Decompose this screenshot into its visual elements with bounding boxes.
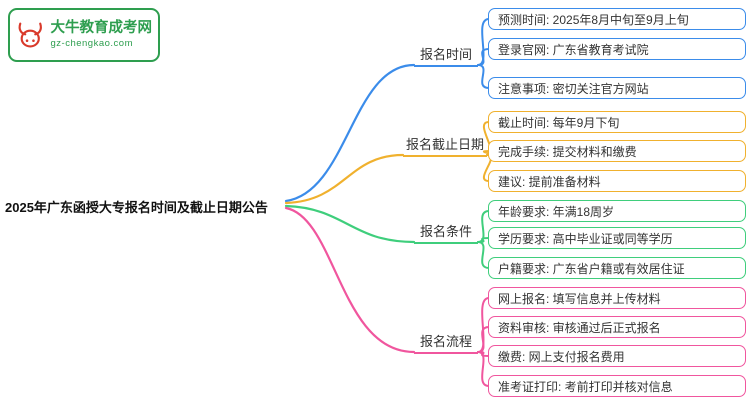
site-logo: 大牛教育成考网 gz-chengkao.com (8, 8, 160, 62)
leaf-node: 注意事项: 密切关注官方网站 (488, 77, 746, 99)
leaf-node: 网上报名: 填写信息并上传材料 (488, 287, 746, 309)
leaf-node: 资料审核: 审核通过后正式报名 (488, 316, 746, 338)
site-name: 大牛教育成考网 (50, 20, 153, 37)
branch-label-baoming-shijian: 报名时间 (414, 44, 478, 67)
leaf-node: 学历要求: 高中毕业证或同等学历 (488, 227, 746, 249)
main-topic: 2025年广东函授大专报名时间及截止日期公告 (5, 200, 268, 215)
leaf-node: 截止时间: 每年9月下旬 (488, 111, 746, 133)
leaf-node: 登录官网: 广东省教育考试院 (488, 38, 746, 60)
leaf-node: 完成手续: 提交材料和缴费 (488, 140, 746, 162)
leaf-node: 户籍要求: 广东省户籍或有效居住证 (488, 257, 746, 279)
logo-text: 大牛教育成考网 gz-chengkao.com (51, 20, 153, 50)
leaf-node: 预测时间: 2025年8月中旬至9月上旬 (488, 8, 746, 30)
ox-icon (18, 22, 42, 48)
leaf-node: 年龄要求: 年满18周岁 (488, 200, 746, 222)
leaf-node: 缴费: 网上支付报名费用 (488, 345, 746, 367)
site-url: gz-chengkao.com (50, 37, 133, 49)
branch-label-baoming-liucheng: 报名流程 (414, 331, 478, 354)
leaf-node: 准考证打印: 考前打印并核对信息 (488, 375, 746, 397)
leaf-node: 建议: 提前准备材料 (488, 170, 746, 192)
branch-label-jiezhi-riqi: 报名截止日期 (403, 134, 487, 157)
branch-label-baoming-tiaojian: 报名条件 (414, 221, 478, 244)
